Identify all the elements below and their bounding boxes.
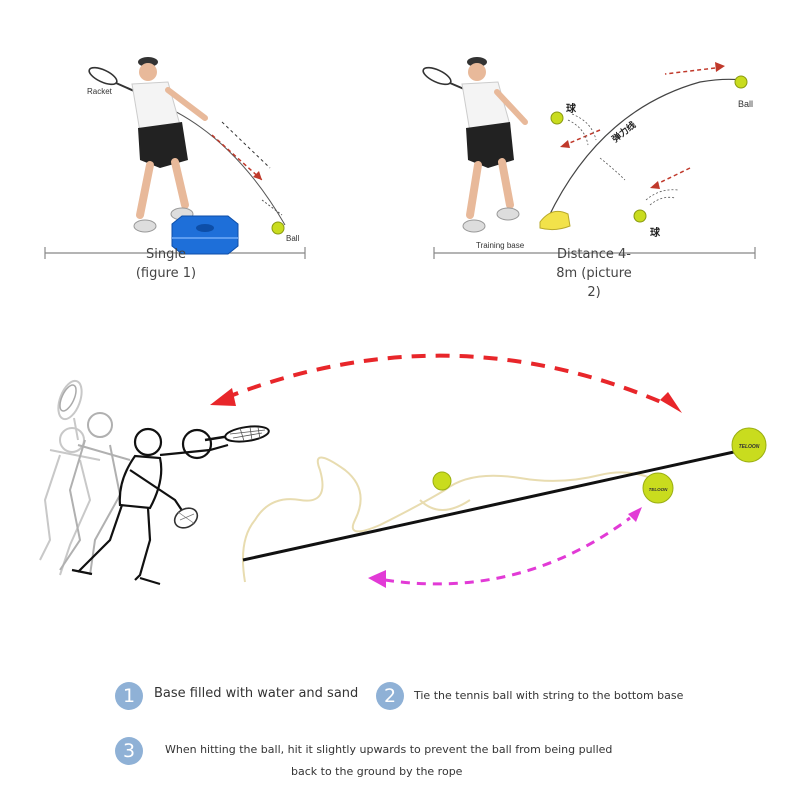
training-base-icon bbox=[539, 210, 571, 231]
step-2-text: Tie the tennis ball with string to the b… bbox=[414, 689, 684, 702]
ball-cn-label-2: 球 bbox=[650, 228, 660, 239]
step-2-number: 2 bbox=[376, 682, 404, 710]
racket-label: Racket bbox=[87, 87, 112, 96]
figure-2-ball-label: Ball bbox=[738, 99, 754, 109]
training-base-icon bbox=[171, 215, 239, 255]
step-3-text: When hitting the ball, hit it slightly u… bbox=[165, 743, 613, 756]
figure-1-ball-label: Ball bbox=[286, 234, 300, 243]
figure-1-caption: Single (figure 1) bbox=[135, 247, 197, 281]
tennis-ball-icon bbox=[271, 221, 285, 235]
tennis-ball-icon bbox=[432, 471, 452, 491]
figure-2-caption: Distance 4- 8m (picture 2) bbox=[556, 247, 632, 300]
tennis-ball-icon bbox=[642, 472, 674, 504]
tennis-ball-icon bbox=[734, 75, 748, 89]
tennis-ball-icon bbox=[550, 111, 564, 125]
ball-cn-label-1: 球 bbox=[566, 104, 576, 115]
ball-brand-large: TELOON bbox=[739, 444, 760, 450]
racket-icon bbox=[173, 507, 199, 529]
step-3-text-line-2: back to the ground by the rope bbox=[291, 765, 463, 778]
step-3-number: 3 bbox=[115, 737, 143, 765]
racket-icon bbox=[59, 384, 77, 412]
ball-brand-small: TELOON bbox=[649, 487, 668, 492]
player-ghost bbox=[39, 379, 101, 576]
tennis-ball-icon bbox=[633, 209, 647, 223]
player-figure bbox=[461, 57, 528, 233]
training-base-label: Training base bbox=[476, 241, 525, 250]
player-figure bbox=[71, 427, 229, 586]
step-1-text: Base filled with water and sand bbox=[154, 686, 359, 701]
racket-icon bbox=[204, 425, 270, 443]
tennis-ball-icon bbox=[731, 427, 767, 463]
step-1-number: 1 bbox=[115, 682, 143, 710]
